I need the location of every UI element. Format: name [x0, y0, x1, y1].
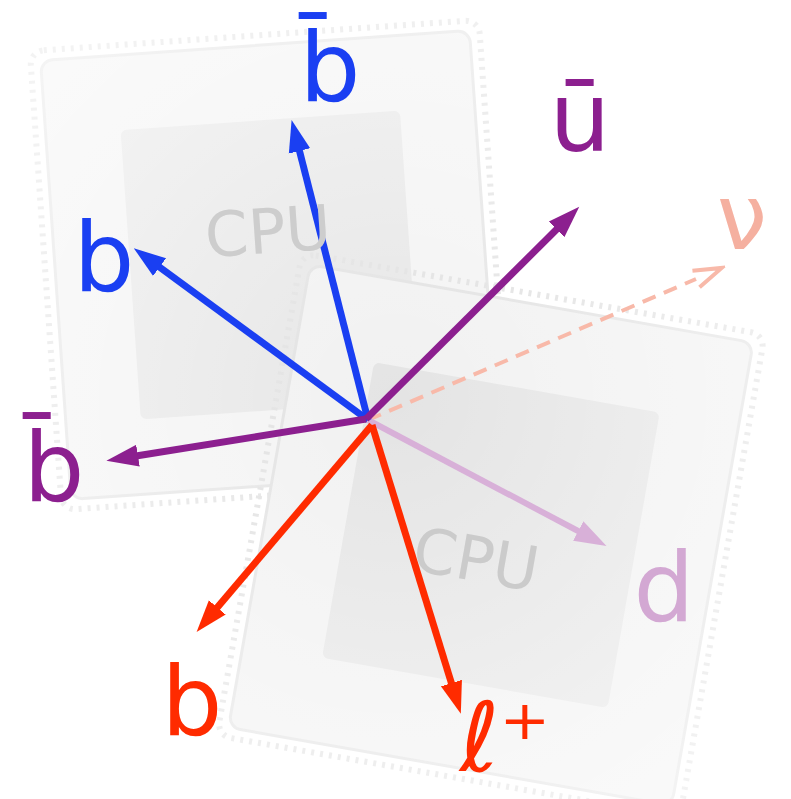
quark-arrow: [158, 266, 368, 420]
quark-arrow: [366, 228, 558, 419]
particle-label: ū: [550, 70, 611, 166]
particle-label: b̄: [24, 420, 85, 516]
neutrino-arrow: [368, 279, 696, 420]
particle-label: b: [162, 654, 223, 750]
particle-label: ν: [717, 173, 767, 263]
quark-arrow: [216, 425, 372, 609]
particle-label: d: [634, 540, 695, 636]
particle-label: b̄: [300, 20, 361, 116]
particle-label: b: [74, 210, 135, 306]
chip-watermark: CPU: [203, 197, 333, 268]
quark-arrow: [136, 419, 366, 456]
particle-label: ℓ⁺: [460, 690, 550, 786]
